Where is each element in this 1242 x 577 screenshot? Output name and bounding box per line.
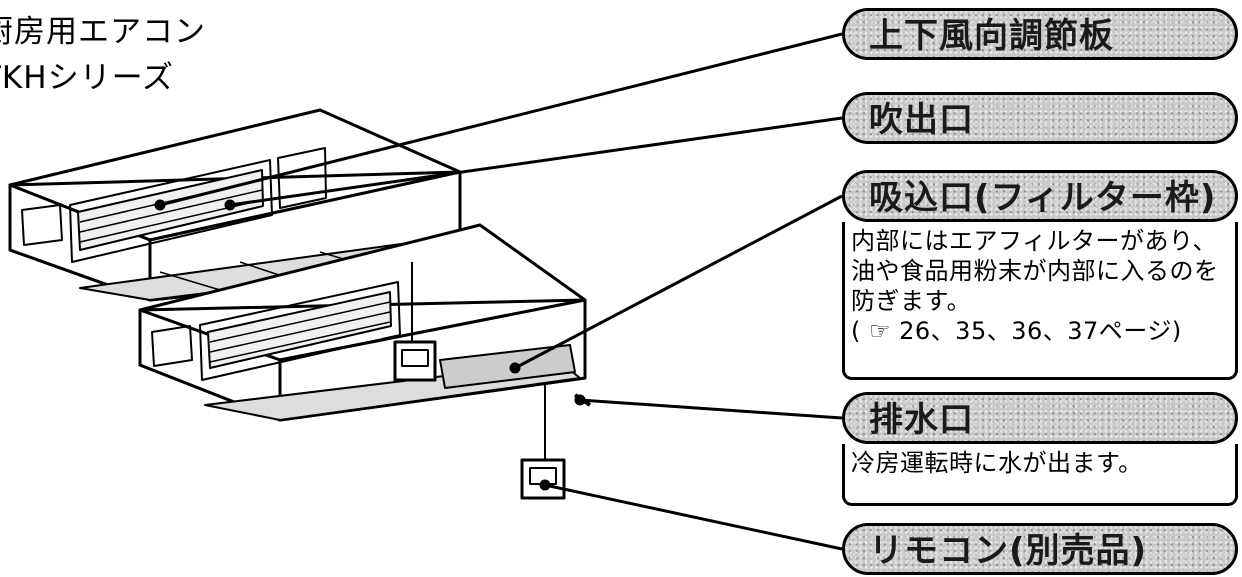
label-remote: リモコン(別売品) [842,523,1238,575]
drain-note-box: 冷房運転時に水が出ます。 [842,444,1238,506]
product-series: TKHシリーズ [0,60,175,96]
label-louver: 上下風向調節板 [842,8,1238,60]
leader-drain [579,398,843,420]
label-louver-text: 上下風向調節板 [869,16,1114,56]
product-title: 厨房用エアコン [0,14,206,50]
drain-note: 冷房運転時に水が出ます。 [851,449,1143,477]
intake-note-box: 内部にはエアフィルターがあり、油や食品用粉末が内部に入るのを防ぎます。 ( ☞ … [842,222,1238,380]
leader-louver [159,32,843,207]
label-intake-text: 吸込口(フィルター枠) [869,178,1217,218]
leader-outlet [229,116,843,207]
leader-remote [544,483,843,551]
label-drain-text: 排水口 [869,400,974,440]
label-remote-text: リモコン(別売品) [869,531,1148,571]
label-outlet-text: 吹出口 [869,100,974,140]
label-intake: 吸込口(フィルター枠) [842,170,1238,222]
label-outlet: 吹出口 [842,92,1238,144]
intake-note: 内部にはエアフィルターがあり、油や食品用粉末が内部に入るのを防ぎます。 ( ☞ … [851,227,1219,345]
label-drain: 排水口 [842,392,1238,444]
leader-intake [514,194,843,370]
